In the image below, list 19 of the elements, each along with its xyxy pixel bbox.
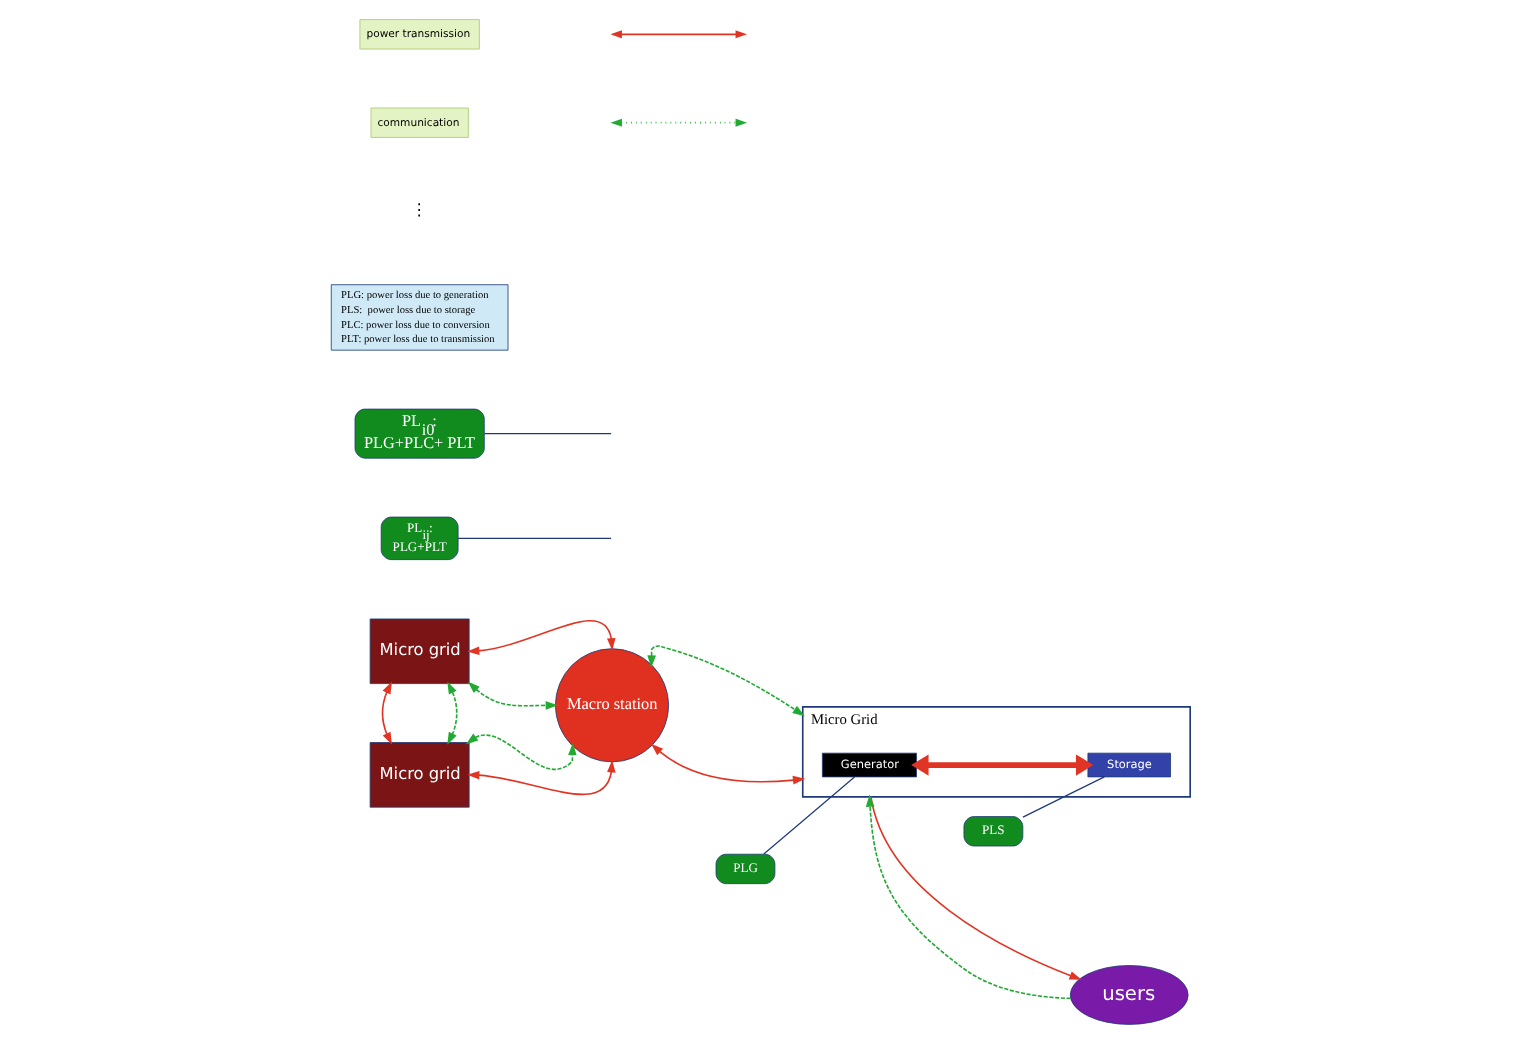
node-circle: Macro station [554, 648, 669, 763]
connector [456, 537, 611, 539]
arrow [466, 681, 557, 710]
arrow [466, 620, 615, 656]
arrow [380, 681, 392, 745]
node-box: Micro grid [368, 742, 469, 808]
arrow [466, 760, 615, 796]
arrow [650, 743, 805, 785]
arrow [869, 796, 1081, 980]
arrow [464, 733, 576, 771]
connector [762, 776, 855, 855]
node-box: Micro grid [368, 618, 469, 684]
connector [482, 433, 611, 435]
label: ⋮ [410, 199, 427, 220]
arrow [910, 754, 1093, 776]
arrow [446, 681, 457, 745]
arrow [646, 645, 804, 717]
connector [1021, 776, 1104, 818]
arrow [864, 794, 1071, 1000]
